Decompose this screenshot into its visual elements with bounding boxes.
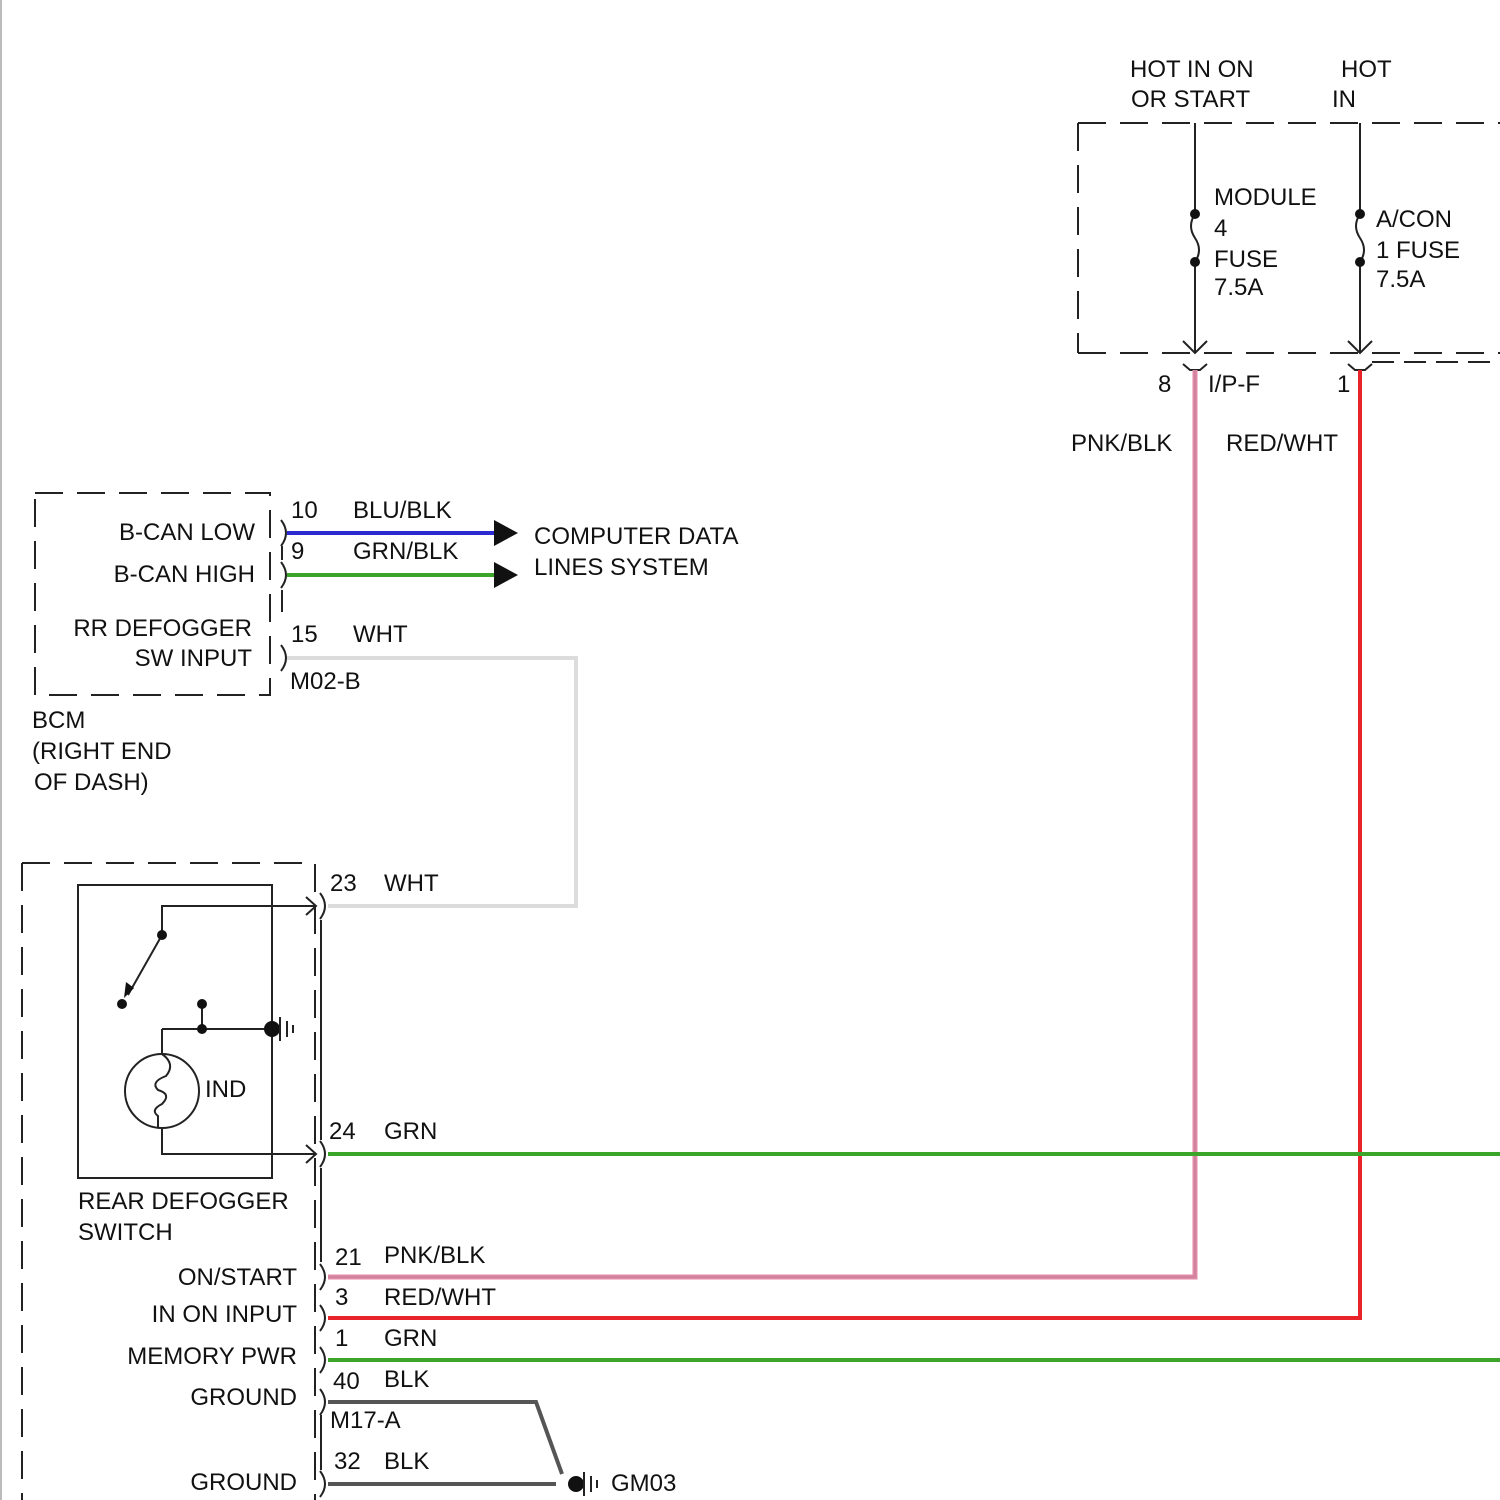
hot-in-label: HOT: [1341, 56, 1392, 83]
fuse-b-number: 1 FUSE: [1376, 237, 1460, 264]
arrow-icon: [494, 520, 518, 546]
arrow-icon: [494, 562, 518, 588]
bcm-location-2: OF DASH): [34, 769, 149, 796]
diagram-line: [197, 1024, 207, 1034]
wire-color-label: PNK/BLK: [384, 1242, 485, 1269]
b-can-high-label: B-CAN HIGH: [114, 561, 255, 588]
switch-name: REAR DEFOGGER: [78, 1188, 289, 1215]
wire-color-label: GRN: [384, 1118, 437, 1145]
fuse-a-type: FUSE: [1214, 246, 1278, 273]
wire-red-wht-label: RED/WHT: [1226, 430, 1338, 457]
wire-color-label: BLK: [384, 1448, 429, 1475]
fuse-a-number: 4: [1214, 215, 1227, 242]
diagram-line: [264, 1021, 280, 1037]
bcm-module: B-CAN LOW B-CAN HIGH RR DEFOGGER SW INPU…: [32, 493, 738, 796]
wire-color-label: BLK: [384, 1366, 429, 1393]
pin-3: 3: [335, 1284, 348, 1311]
ground-label: GROUND: [190, 1384, 297, 1411]
wire-red-wht: [328, 370, 1360, 1318]
connector-ipf: I/P-F: [1208, 371, 1260, 398]
hot-in-label-2: IN: [1332, 86, 1356, 113]
diagram-line: [1190, 257, 1200, 267]
diagram-line: [157, 930, 167, 940]
diagram-line: [117, 999, 127, 1009]
fuse-a-name: MODULE: [1214, 184, 1317, 211]
wire-pnk-blk: [328, 370, 1195, 1277]
diagram-line: [1355, 257, 1365, 267]
wire-color-label: RED/WHT: [384, 1284, 496, 1311]
ground-gm03-label: GM03: [611, 1470, 676, 1497]
ground-splice-dot: [568, 1476, 584, 1492]
computer-data-lines-label-2: LINES SYSTEM: [534, 554, 709, 581]
diagram-line: [328, 370, 1195, 1277]
fuse-b-rating: 7.5A: [1376, 266, 1425, 293]
rr-defogger-label: RR DEFOGGER: [73, 615, 252, 642]
pin-23: 23: [330, 870, 357, 897]
wire-color-label: BLU/BLK: [353, 497, 452, 524]
computer-data-lines-label: COMPUTER DATA: [534, 523, 738, 550]
wire-wht: [287, 658, 576, 906]
switch-name-2: SWITCH: [78, 1219, 173, 1246]
diagram-line: [124, 982, 134, 998]
acon-fuse-symbol: [1348, 123, 1372, 370]
rear-defogger-switch: IND REAR DEFOGGER SWITCH ON/START IN ON …: [22, 863, 496, 1500]
hot-in-on-label-2: OR START: [1131, 86, 1250, 113]
wire-color-label: WHT: [384, 870, 439, 897]
wire-color-label: WHT: [353, 621, 408, 648]
fuse-block: HOT IN ON OR START HOT IN MODULE 4 FUSE …: [1071, 56, 1500, 457]
hot-in-on-label: HOT IN ON: [1130, 56, 1254, 83]
connector-m02b: [281, 520, 286, 671]
pin-1: 1: [1337, 371, 1350, 398]
wire-pnk-blk-label: PNK/BLK: [1071, 430, 1172, 457]
pin-10: 10: [291, 497, 318, 524]
pin-24: 24: [329, 1118, 356, 1145]
pin-9: 9: [291, 538, 304, 565]
wire-color-label: GRN: [384, 1325, 437, 1352]
pin-21: 21: [335, 1244, 362, 1271]
pin-8: 8: [1158, 371, 1171, 398]
wire-color-label: GRN/BLK: [353, 538, 458, 565]
diagram-line: [197, 999, 207, 1009]
indicator-label: IND: [205, 1076, 246, 1103]
diagram-line: [1190, 209, 1200, 219]
connector-m02b-label: M02-B: [290, 668, 361, 695]
on-start-label: ON/START: [178, 1264, 297, 1291]
memory-pwr-label: MEMORY PWR: [127, 1343, 297, 1370]
sw-input-label: SW INPUT: [135, 645, 253, 672]
ground-icon: [584, 1472, 597, 1496]
pin-32: 32: [334, 1448, 361, 1475]
fuse-a-rating: 7.5A: [1214, 274, 1263, 301]
in-on-input-label: IN ON INPUT: [152, 1301, 298, 1328]
diagram-line: [1355, 209, 1365, 219]
connector-m17a-label: M17-A: [330, 1407, 401, 1434]
ground-label-2: GROUND: [190, 1469, 297, 1496]
connector-m17a: [320, 893, 325, 1497]
pin-1: 1: [335, 1325, 348, 1352]
diagram-line: [78, 885, 272, 1178]
bcm-location: (RIGHT END: [32, 738, 172, 765]
ground-icon: [280, 1017, 293, 1041]
fuse-b-name: A/CON: [1376, 206, 1452, 233]
pin-40: 40: [333, 1368, 360, 1395]
module-fuse-symbol: [1183, 123, 1207, 370]
b-can-low-label: B-CAN LOW: [119, 519, 255, 546]
bcm-name: BCM: [32, 707, 85, 734]
diagram-line: [155, 1054, 170, 1128]
pin-15: 15: [291, 621, 318, 648]
